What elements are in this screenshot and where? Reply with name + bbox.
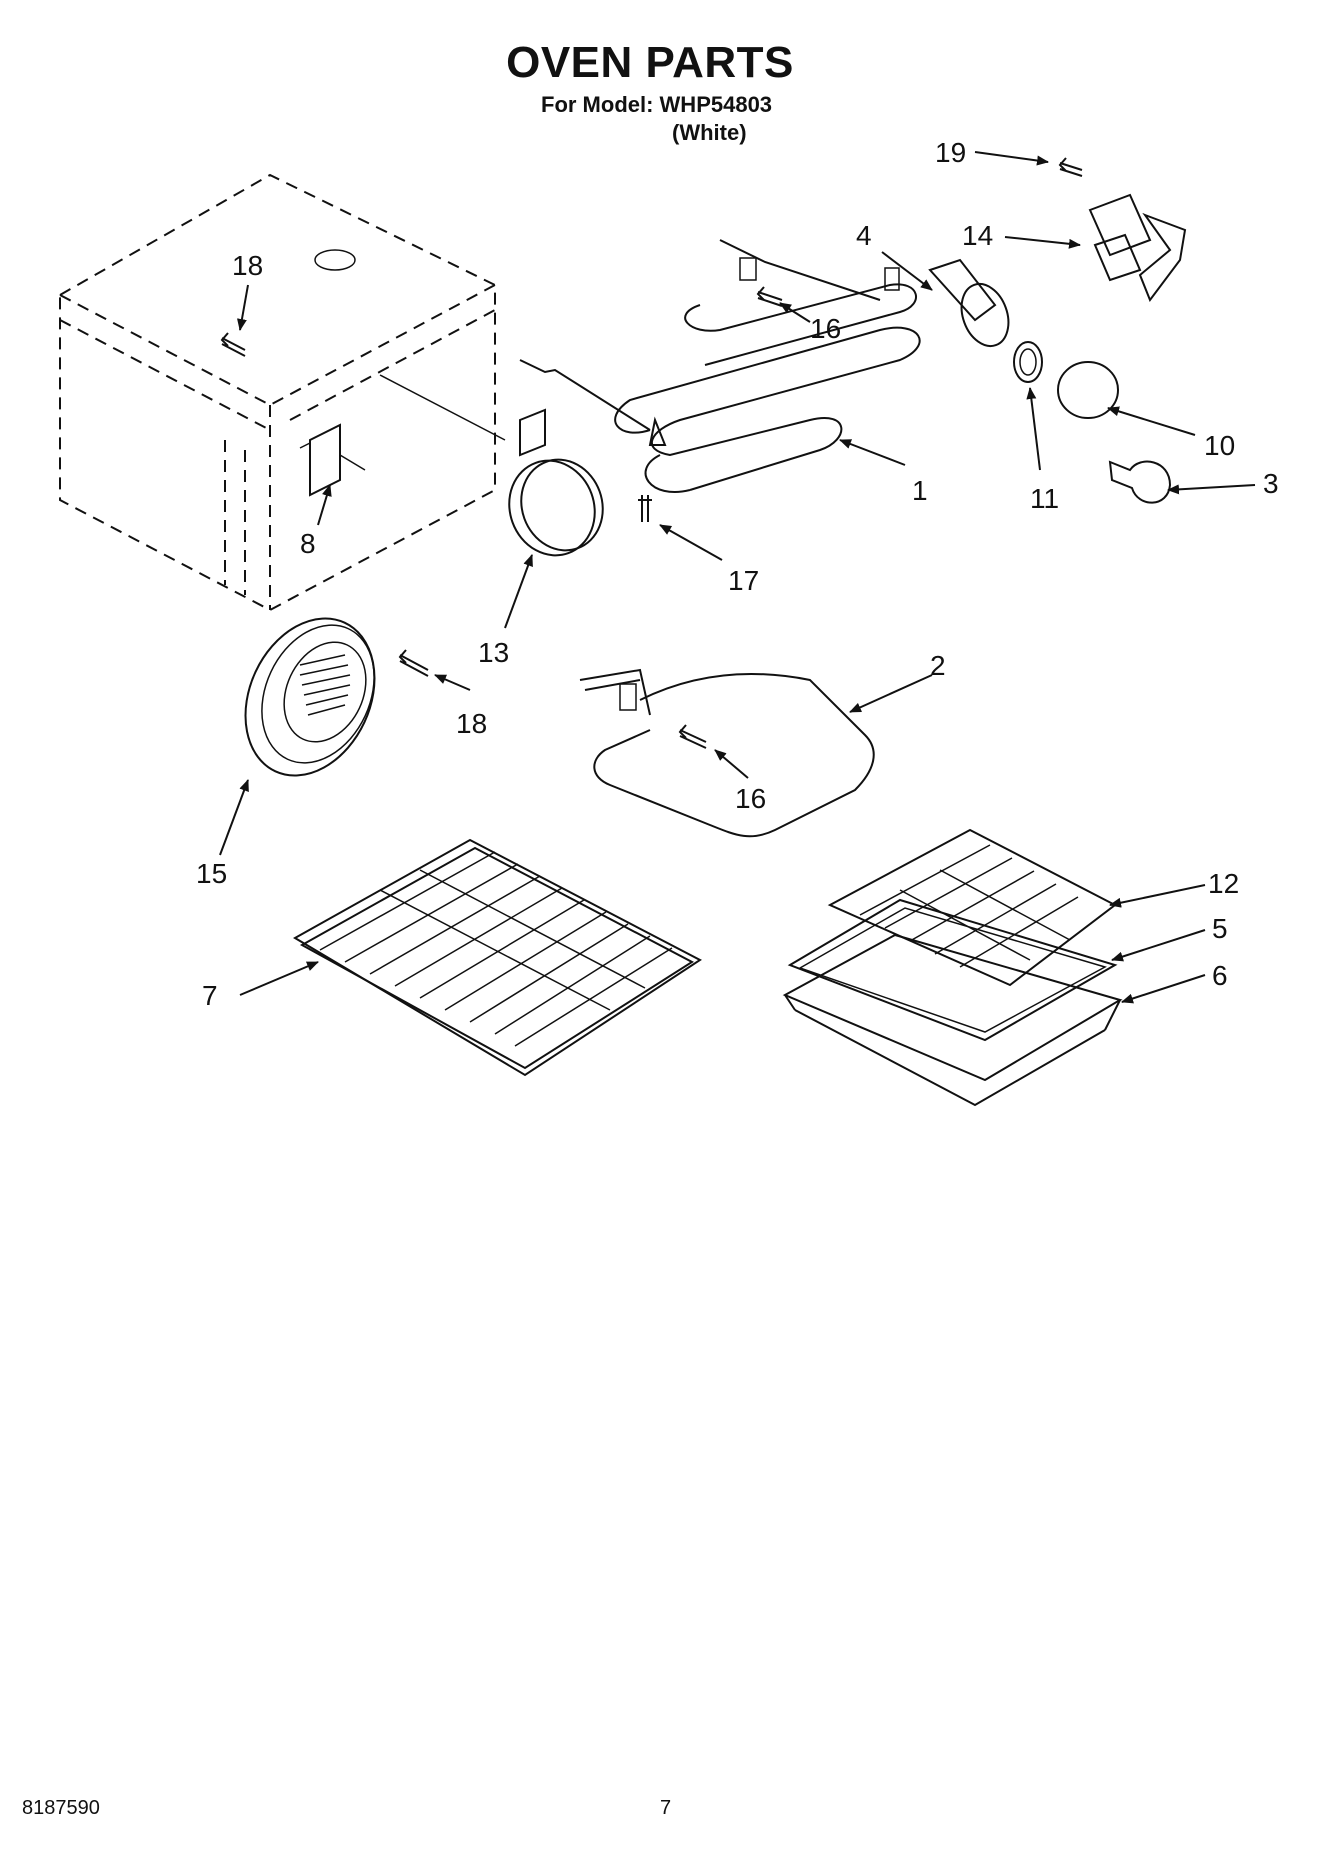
- callout-6: 6: [1212, 960, 1228, 991]
- callout-18-lower: 18: [456, 708, 487, 739]
- part-15-fan-cover: [244, 617, 376, 777]
- callout-3: 3: [1263, 468, 1279, 499]
- document-number: 8187590: [22, 1797, 100, 1819]
- model-number: For Model: WHP54803: [541, 92, 773, 117]
- part-14-fan-motor: [1088, 193, 1187, 303]
- callout-5: 5: [1212, 913, 1228, 944]
- callout-17: 17: [728, 565, 759, 596]
- part-18-screw-top: [220, 332, 246, 357]
- oven-cavity: [59, 173, 506, 612]
- callout-16-lower: 16: [735, 783, 766, 814]
- part-16-screw-lower: [678, 724, 707, 749]
- callout-7: 7: [202, 980, 218, 1011]
- model-variant: (White): [672, 120, 747, 145]
- callout-12: 12: [1208, 868, 1239, 899]
- part-8-bracket: [299, 423, 366, 497]
- part-10-lens: [1057, 361, 1119, 419]
- callout-1: 1: [912, 475, 928, 506]
- part-6-broiler-pan: [782, 933, 1123, 1107]
- part-5-pan-insert: [787, 898, 1118, 1042]
- part-3-bulb: [1108, 460, 1172, 504]
- callout-4: 4: [856, 220, 872, 251]
- part-18-screw-lower: [398, 649, 429, 677]
- part-19-screw: [1058, 157, 1083, 177]
- part-1-element: [519, 239, 921, 493]
- part-4-light-socket: [928, 258, 1010, 347]
- callout-13: 13: [478, 637, 509, 668]
- page-title: OVEN PARTS: [506, 38, 794, 87]
- callout-15: 15: [196, 858, 227, 889]
- part-7-oven-rack: [293, 838, 702, 1077]
- part-12-broiler-grid: [827, 828, 1117, 987]
- callout-leaders: [219, 151, 1256, 1004]
- callout-16-upper: 16: [810, 313, 841, 344]
- part-2-lower-element: [579, 668, 875, 838]
- part-16-screw-upper: [756, 286, 783, 307]
- callout-10: 10: [1204, 430, 1235, 461]
- callout-18-upper: 18: [232, 250, 263, 281]
- part-11-gasket: [1013, 341, 1043, 383]
- part-13-ring: [508, 408, 604, 557]
- callout-2: 2: [930, 650, 946, 681]
- callout-8: 8: [300, 528, 316, 559]
- callout-11: 11: [1030, 483, 1059, 514]
- part-17-screw: [638, 495, 652, 522]
- callout-14: 14: [962, 220, 993, 251]
- page-number: 7: [660, 1797, 672, 1819]
- callout-19: 19: [935, 137, 966, 168]
